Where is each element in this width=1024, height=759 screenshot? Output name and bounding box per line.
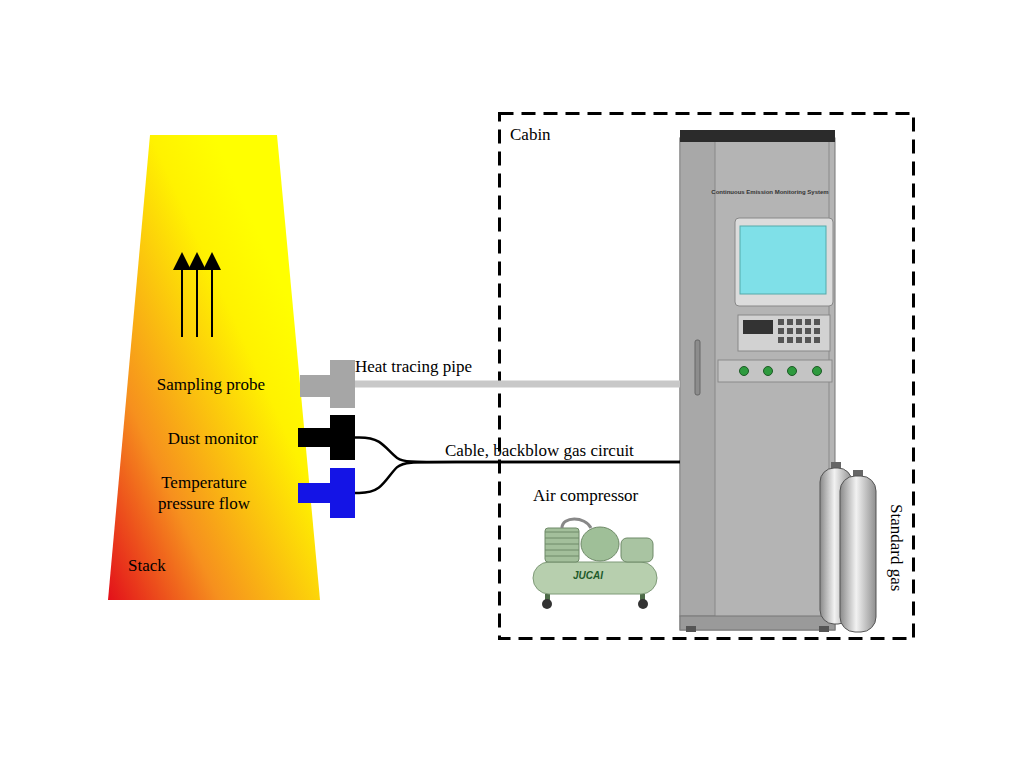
probe-label: Sampling probe xyxy=(157,374,265,395)
compressor-pump xyxy=(545,528,579,562)
compressor-wheel xyxy=(542,599,552,609)
flow-sensor: Temperature pressure flow xyxy=(298,468,355,518)
keypad-key xyxy=(778,328,784,334)
signal-cable xyxy=(355,438,680,463)
standard-gas-cylinders: Standard gas xyxy=(818,462,882,632)
keypad-key xyxy=(787,328,793,334)
indicator-light xyxy=(788,367,797,376)
air-compressor: Air compressorJUCAI xyxy=(525,510,665,610)
keypad-key xyxy=(787,319,793,325)
keypad-key xyxy=(778,319,784,325)
cooling-fin xyxy=(545,550,579,551)
keypad-key xyxy=(805,337,811,343)
stack-body xyxy=(108,135,320,600)
flywheel-guard xyxy=(581,527,619,561)
probe-rod xyxy=(298,483,330,503)
keypad-key xyxy=(796,319,802,325)
probe-rod xyxy=(300,375,330,397)
probe-flange xyxy=(330,360,355,408)
door-handle xyxy=(695,340,700,395)
cooling-fin xyxy=(545,544,579,545)
flow-arrow xyxy=(181,261,183,337)
standard-gas-cylinders-shape xyxy=(818,462,882,632)
keypad-key xyxy=(796,337,802,343)
heat-tracing-pipe xyxy=(355,381,680,388)
probe-flange xyxy=(330,468,355,518)
dust-monitor-shape xyxy=(298,415,355,460)
indicator-light xyxy=(764,367,773,376)
switch-panel xyxy=(718,360,832,382)
cooling-fin xyxy=(545,538,579,539)
cabinet-side xyxy=(680,138,715,616)
screen-bezel xyxy=(735,218,833,306)
air-pipe xyxy=(562,519,591,528)
cabinet-body xyxy=(680,138,835,630)
compressor-wheel xyxy=(638,599,648,609)
cems-cabinet: Continuous Emission Monitoring System xyxy=(680,130,835,630)
cabinet-title: Continuous Emission Monitoring System xyxy=(708,188,832,196)
indicator-light xyxy=(813,367,822,376)
panel-display xyxy=(743,320,773,334)
cabinet-plinth xyxy=(680,616,835,630)
keypad-key xyxy=(778,337,784,343)
screen xyxy=(740,226,826,294)
cabinet-foot xyxy=(686,626,696,632)
flow-sensor-shape xyxy=(298,468,355,518)
stack-shape xyxy=(108,135,320,600)
dust-monitor: Dust monitor xyxy=(298,415,355,460)
keypad-key xyxy=(787,337,793,343)
edge-label: Heat tracing pipe xyxy=(355,357,472,377)
keypad-key xyxy=(814,328,820,334)
gas-cylinder xyxy=(840,476,876,632)
stack-label: Stack xyxy=(128,555,166,576)
keypad-key xyxy=(814,319,820,325)
brand-mark: JUCAI xyxy=(573,570,603,582)
cabinet-foot xyxy=(819,626,829,632)
cabin: CabinContinuous Emission Monitoring Syst… xyxy=(498,112,915,640)
cabin-outline xyxy=(500,114,914,639)
cylinder-label: Standard gas xyxy=(886,504,907,591)
compressor-label: Air compressor xyxy=(533,485,638,506)
indicator-light xyxy=(740,367,749,376)
probe-rod xyxy=(298,428,330,447)
probe-label: Temperature pressure flow xyxy=(148,472,260,514)
compressor-tank xyxy=(533,562,657,594)
air-compressor-shape xyxy=(525,510,665,610)
sampling-probe: Sampling probe xyxy=(300,360,355,408)
keypad-key xyxy=(796,328,802,334)
cabin-label: Cabin xyxy=(510,124,551,145)
control-panel xyxy=(738,315,830,351)
stack: Stack Sampling probeDust monitorTemperatu… xyxy=(108,135,320,600)
compressor-motor xyxy=(621,538,653,562)
edge-label: Cable, backblow gas circuit xyxy=(445,441,634,461)
signal-cable xyxy=(355,462,680,493)
keypad-key xyxy=(805,328,811,334)
flow-arrow xyxy=(211,261,213,337)
keypad-key xyxy=(805,319,811,325)
flow-arrow xyxy=(196,261,198,337)
cooling-fin xyxy=(545,556,579,557)
probe-label: Dust monitor xyxy=(168,427,258,448)
sampling-probe-shape xyxy=(300,360,355,408)
cabinet-top xyxy=(680,130,835,142)
keypad-key xyxy=(814,337,820,343)
cooling-fin xyxy=(545,532,579,533)
probe-flange xyxy=(330,415,355,460)
cems-cabinet-shape xyxy=(680,130,835,630)
